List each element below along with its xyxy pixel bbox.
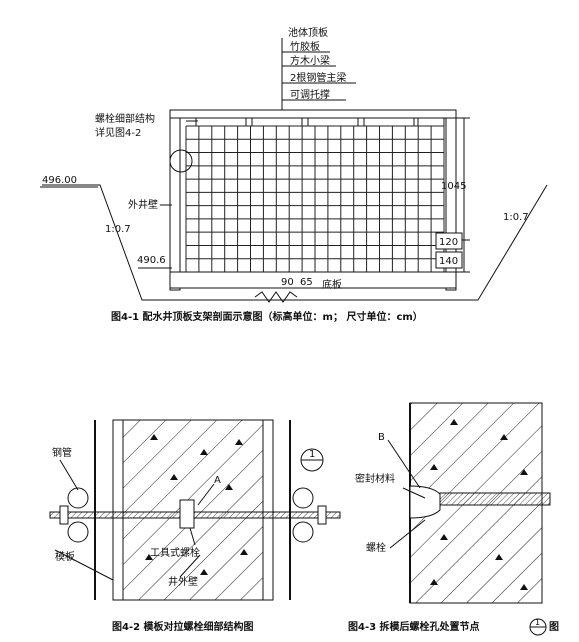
figure-4-2: 1 钢管 模板 A 工具式螺栓 井外壁 图4-2 模板对拉螺栓细部结构图	[49, 419, 341, 633]
formwork-left	[112, 419, 124, 601]
caption-4-3-suffix: 图	[549, 621, 559, 633]
left-wall	[169, 111, 181, 291]
square-beam-label: 方木小梁	[290, 54, 330, 67]
top-slab-label: 池体顶板	[288, 26, 328, 39]
mark-b: B	[378, 432, 385, 443]
bottom-slab-label: 底板	[322, 278, 342, 291]
dim-120: 120	[439, 237, 458, 248]
scaffold-grid	[185, 125, 445, 273]
figure-4-3: B 密封材料 螺栓 图4-3 拆模后螺栓孔处置节点 1 图	[348, 402, 559, 636]
excavation-profile	[42, 184, 548, 301]
pipe-right-lower	[292, 521, 314, 543]
detail-circle	[169, 149, 193, 173]
figure-4-1: 池体顶板 竹胶板 方木小梁 2根钢管主梁 可调托撑 螺栓细部结构 详见图4-2 …	[40, 26, 548, 323]
dim-140: 140	[439, 256, 458, 267]
section-mark-1: 1	[309, 449, 315, 460]
sealant-plug	[409, 485, 441, 519]
dim-1045: 1045	[441, 181, 466, 192]
bottom-slab	[169, 271, 457, 289]
plywood-label: 竹胶板	[290, 40, 320, 53]
sealant-label: 密封材料	[355, 472, 395, 485]
elevation-bottom: 490.6	[137, 255, 166, 266]
slab-panels	[195, 117, 445, 127]
dim-65: 65	[300, 277, 313, 288]
tool-bolt-label: 工具式螺栓	[150, 546, 200, 559]
bolt-label: 螺栓	[366, 541, 386, 554]
mark-a: A	[214, 475, 221, 486]
dim-90: 90	[281, 277, 294, 288]
caption-4-2: 图4-2 模板对拉螺栓细部结构图	[112, 620, 254, 633]
section-mark-caption: 1	[535, 618, 540, 627]
steel-pipe-label: 钢管	[52, 446, 72, 459]
formwork-label: 模板	[55, 550, 75, 563]
bolt-bar	[439, 492, 551, 506]
slope-right: 1:0.7	[503, 212, 529, 223]
bolt-detail-label-1: 螺栓细部结构	[95, 112, 155, 125]
tie-bolt	[49, 511, 341, 519]
caption-4-3: 图4-3 拆模后螺栓孔处置节点	[348, 620, 480, 633]
main-beam-label: 2根钢管主梁	[290, 71, 346, 84]
formwork-right	[262, 419, 274, 601]
caption-4-1: 图4-1 配水井顶板支架剖面示意图（标高单位：m； 尺寸单位：cm）	[111, 310, 423, 323]
dim-box-140	[435, 251, 463, 269]
tool-bolt	[179, 499, 195, 529]
pipe-left-lower	[67, 521, 89, 543]
top-slab	[169, 109, 457, 119]
outer-wall-label: 外井壁	[128, 198, 158, 211]
slope-left: 1:0.7	[105, 224, 131, 235]
dim-box-120	[435, 232, 463, 250]
aggregate-marks	[145, 434, 248, 575]
support-label: 可调托撑	[290, 88, 330, 101]
bolt-detail-label-2: 详见图4-2	[95, 126, 141, 139]
break-symbol	[254, 291, 298, 303]
elevation-top: 496.00	[42, 175, 77, 186]
pipe-right-upper	[292, 487, 314, 509]
aggregate-marks-2	[430, 419, 528, 590]
pipe-left-upper	[67, 487, 89, 509]
outer-wall-label-2: 井外壁	[168, 575, 198, 588]
